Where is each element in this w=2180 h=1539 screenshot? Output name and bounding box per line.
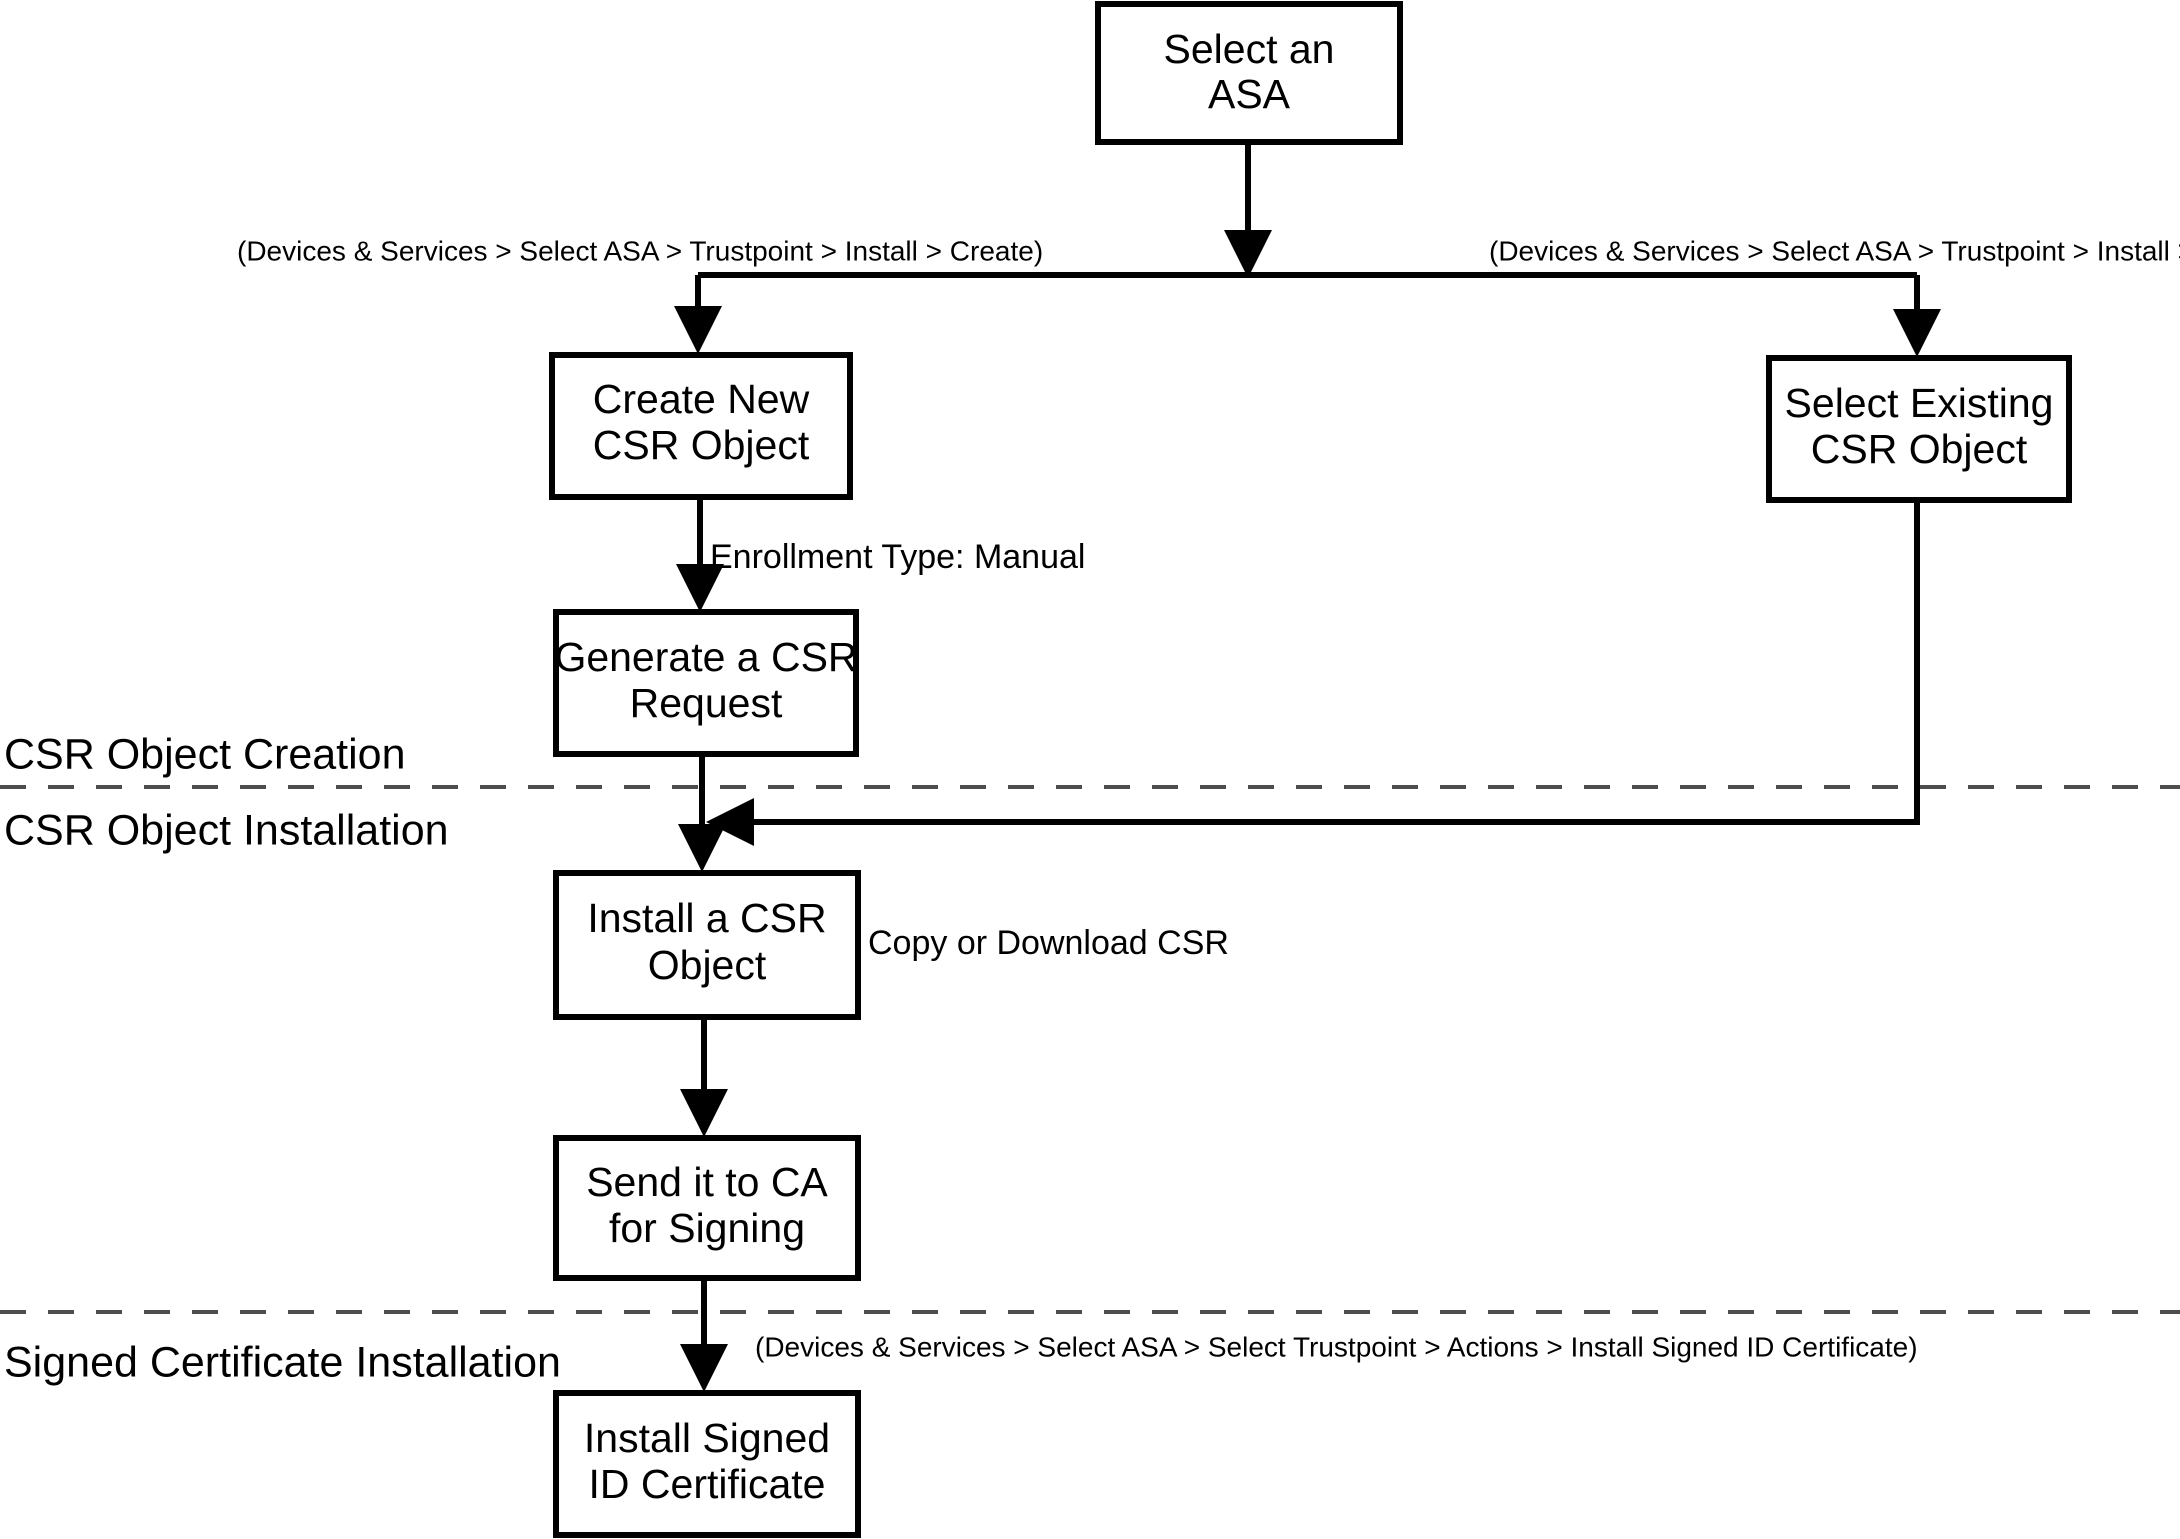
lane-label-csr-object-installation: CSR Object Installation xyxy=(4,806,449,854)
node-install-signed-id-certificate-line1: Install Signed xyxy=(584,1415,830,1461)
node-create-new-csr-object[interactable]: Create New CSR Object xyxy=(549,352,853,500)
node-send-to-ca-for-signing-line1: Send it to CA xyxy=(586,1159,828,1205)
node-select-asa-line1: Select an xyxy=(1164,26,1335,72)
connector-install-to-send-ca xyxy=(680,1018,728,1137)
node-generate-csr-request-line2: Request xyxy=(630,680,783,726)
edge-label-copy-or-download: Copy or Download CSR xyxy=(868,924,1229,962)
node-select-asa[interactable]: Select an ASA xyxy=(1095,1,1403,145)
edge-label-path-create: (Devices & Services > Select ASA > Trust… xyxy=(237,235,1043,266)
node-generate-csr-request[interactable]: Generate a CSR Request xyxy=(553,609,859,757)
node-send-to-ca-for-signing-line2: for Signing xyxy=(609,1205,805,1251)
node-install-signed-id-certificate[interactable]: Install Signed ID Certificate xyxy=(553,1390,861,1538)
edge-label-path-install-signed: (Devices & Services > Select ASA > Selec… xyxy=(755,1331,1918,1362)
node-install-csr-object-line2: Object xyxy=(648,942,767,988)
connector-create-new-to-generate xyxy=(676,498,724,612)
node-select-asa-line2: ASA xyxy=(1208,71,1291,117)
edge-label-path-choose: (Devices & Services > Select ASA > Trust… xyxy=(1489,235,2180,266)
node-select-existing-csr-object-line2: CSR Object xyxy=(1811,426,2028,472)
node-generate-csr-request-line1: Generate a CSR xyxy=(554,634,857,680)
node-create-new-csr-object-line2: CSR Object xyxy=(593,422,810,468)
connector-select-existing-to-merge xyxy=(706,500,1920,846)
lane-label-signed-certificate-installation: Signed Certificate Installation xyxy=(4,1338,561,1386)
node-select-existing-csr-object[interactable]: Select Existing CSR Object xyxy=(1766,355,2072,503)
node-install-csr-object-line1: Install a CSR xyxy=(587,895,826,941)
node-send-to-ca-for-signing[interactable]: Send it to CA for Signing xyxy=(553,1135,861,1281)
node-install-csr-object[interactable]: Install a CSR Object xyxy=(553,870,861,1020)
node-create-new-csr-object-line1: Create New xyxy=(593,376,810,422)
connector-send-ca-to-install-signed xyxy=(680,1278,728,1392)
connector-generate-to-install xyxy=(678,755,726,872)
edge-label-enrollment-type: Enrollment Type: Manual xyxy=(710,538,1085,576)
connector-split-to-create-new xyxy=(674,275,722,354)
connector-asa-to-split xyxy=(1224,143,1272,278)
node-install-signed-id-certificate-line2: ID Certificate xyxy=(589,1461,826,1507)
node-select-existing-csr-object-line1: Select Existing xyxy=(1785,380,2054,426)
lane-label-csr-object-creation: CSR Object Creation xyxy=(4,730,406,778)
connector-split-to-select-existing xyxy=(1893,275,1941,357)
